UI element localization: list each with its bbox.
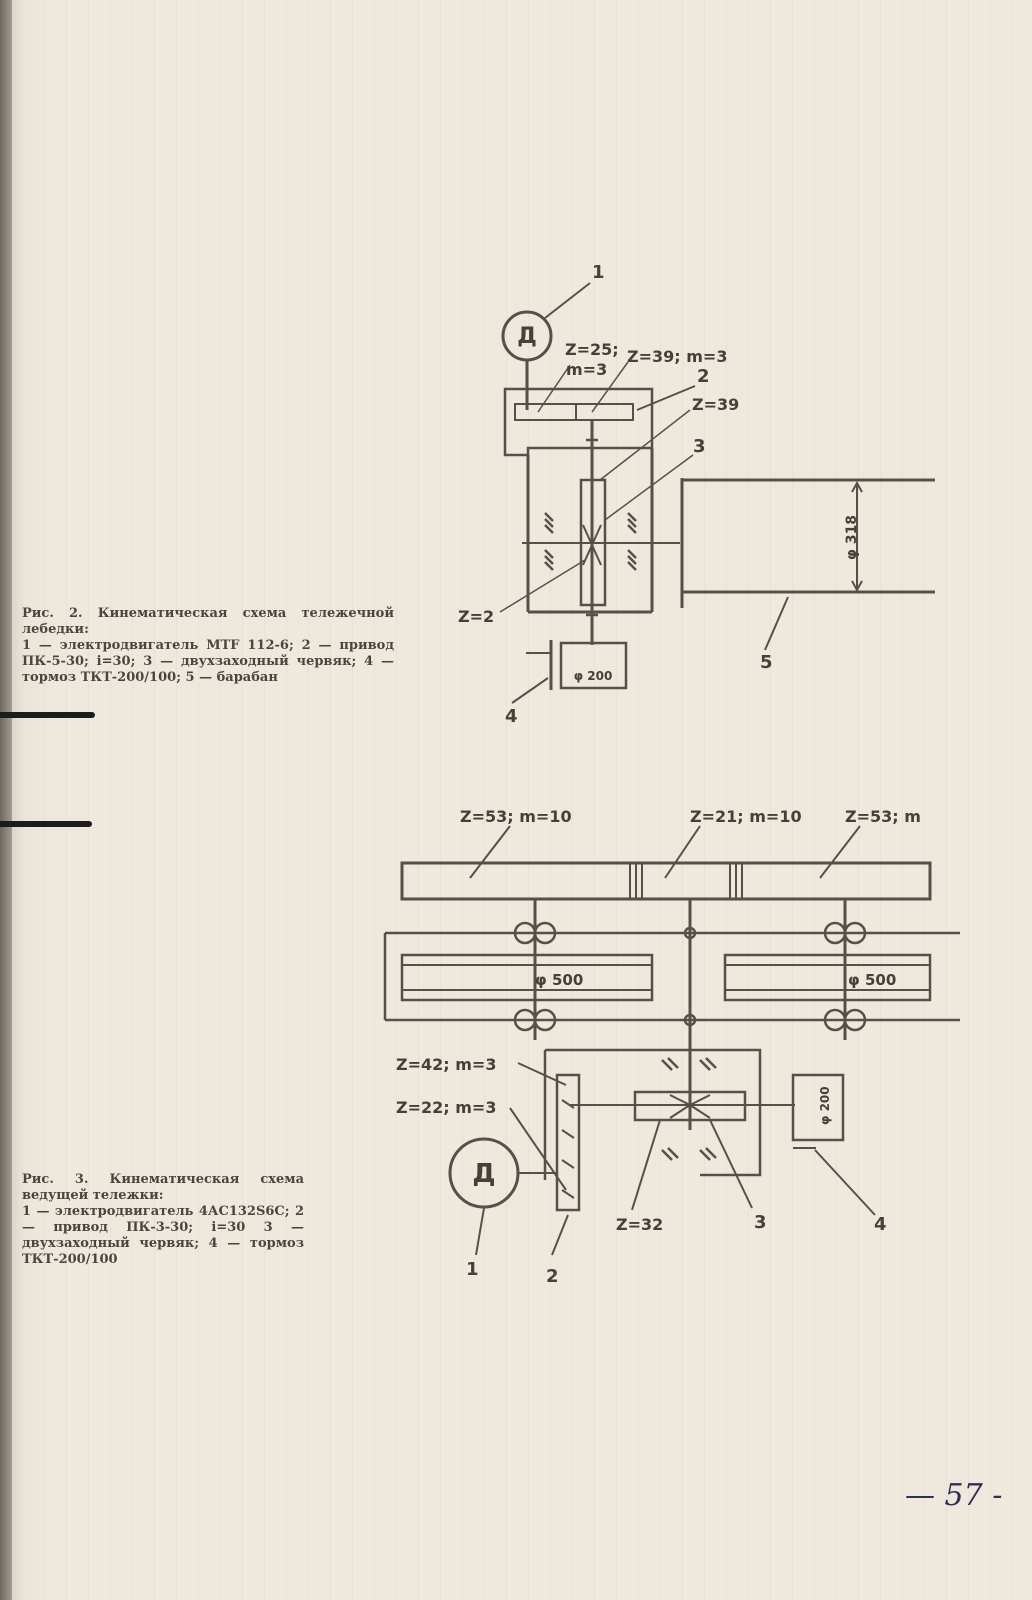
figure-2-label-d318: φ 318 xyxy=(844,515,860,560)
figure-2-label-z25: Z=25; xyxy=(565,340,619,359)
figure-2-label-z39m3: Z=39; m=3 xyxy=(627,347,727,366)
figure-3-leader-z32 xyxy=(631,1119,661,1211)
figure-3-worm-profile xyxy=(669,1094,711,1119)
figure-2-leader-z39 xyxy=(599,409,691,481)
figure-2-worm-profile xyxy=(582,524,602,566)
figure-2-diagram xyxy=(499,282,935,704)
figure-3-label-z53a: Z=53; m=10 xyxy=(460,807,572,826)
page-number: — 57 - xyxy=(905,1478,1003,1513)
figure-2-label-1: 1 xyxy=(592,262,605,283)
figure-2-reducer-box xyxy=(503,387,654,457)
figure-3-leader-3 xyxy=(709,1119,753,1209)
figure-3-gear-column-marks xyxy=(561,1099,575,1199)
figure-3-leader-1 xyxy=(475,1207,485,1256)
figure-3-caption-items: 1 — электродвигатель 4АС132S6С; 2 — прив… xyxy=(22,1204,304,1267)
figure-2-label-z2: Z=2 xyxy=(458,607,494,626)
figure-3-label-1: 1 xyxy=(466,1259,479,1280)
figure-3-leader-z21 xyxy=(664,825,701,879)
figure-3-label-4: 4 xyxy=(874,1214,887,1235)
figure-2-label-d200: φ 200 xyxy=(574,669,613,683)
figure-3-gear-column xyxy=(555,1073,581,1212)
figure-2-motor-symbol: Д xyxy=(517,324,537,349)
figure-2-leader-4 xyxy=(511,677,549,704)
figure-3-reducer-box xyxy=(543,1048,762,1180)
figure-3-gear-rack xyxy=(400,861,932,901)
figure-3-wheel-left xyxy=(400,953,654,1002)
figure-2-label-z39: Z=39 xyxy=(692,395,739,414)
figure-3-wheel-right xyxy=(723,953,932,1002)
binding-strip xyxy=(0,0,12,1600)
figure-3-brake xyxy=(791,1073,845,1142)
figure-3-label-z21: Z=21; m=10 xyxy=(690,807,802,826)
figure-2-leader-2 xyxy=(636,385,696,411)
figure-2-caption: Рис. 2. Кинематическая схема тележечной … xyxy=(22,606,394,686)
binding-mark xyxy=(0,712,95,718)
figure-2-leader-z39m3 xyxy=(591,361,629,413)
figure-2-caption-title: Рис. 2. Кинематическая схема тележечной … xyxy=(22,606,394,637)
figure-2-leader-5 xyxy=(764,596,789,651)
figure-3-label-d500a: φ 500 xyxy=(535,971,583,989)
figure-3-caption-title: Рис. 3. Кинематическая схема ведущей тел… xyxy=(22,1172,304,1203)
figure-2-leader-z25 xyxy=(537,364,571,413)
figure-3-leader-z53b xyxy=(819,825,861,879)
figure-3-label-3: 3 xyxy=(754,1212,767,1233)
figure-2-leader-3 xyxy=(604,454,694,521)
figure-3-label-d200: φ 200 xyxy=(818,1086,832,1125)
figure-3-diagram xyxy=(383,825,960,1256)
figure-3-caption: Рис. 3. Кинематическая схема ведущей тел… xyxy=(22,1172,304,1268)
figure-2-label-3: 3 xyxy=(693,436,706,457)
figure-3-bearings xyxy=(513,921,867,1032)
figure-3-worm-bearings xyxy=(661,1057,717,1161)
figure-2-leader-z2 xyxy=(499,559,586,613)
binding-mark xyxy=(0,821,92,827)
figure-3-leader-2 xyxy=(551,1214,569,1256)
figure-2-caption-items: 1 — электродвигатель МТF 112-6; 2 — прив… xyxy=(22,638,394,685)
figure-3-label-2: 2 xyxy=(546,1266,559,1287)
figure-2-label-4: 4 xyxy=(505,706,518,727)
figure-3-leader-z22 xyxy=(509,1107,567,1191)
figure-3-label-z42: Z=42; m=3 xyxy=(396,1055,496,1074)
figure-3-label-d500b: φ 500 xyxy=(848,971,896,989)
figure-3-label-z32: Z=32 xyxy=(616,1215,663,1234)
figure-2-label-m3: m=3 xyxy=(566,360,607,379)
figure-3-label-z22: Z=22; m=3 xyxy=(396,1098,496,1117)
figure-3-motor-symbol: Д xyxy=(472,1159,495,1189)
figure-3-label-z53b: Z=53; m xyxy=(845,807,921,826)
figure-3-gear-hatching xyxy=(629,864,743,898)
figure-2-gear-pair xyxy=(514,403,634,421)
figure-2-dimension-arrows xyxy=(851,480,863,593)
figure-3-worm xyxy=(633,1090,747,1122)
figure-3-leader-4 xyxy=(814,1149,876,1216)
figure-2-leader-1 xyxy=(544,282,591,319)
figure-2-label-2: 2 xyxy=(697,366,710,387)
figure-2-label-5: 5 xyxy=(760,652,773,673)
figure-3-leader-z53a xyxy=(469,825,511,879)
figure-2-brake xyxy=(559,641,628,690)
figure-3-leader-z42 xyxy=(517,1062,567,1086)
